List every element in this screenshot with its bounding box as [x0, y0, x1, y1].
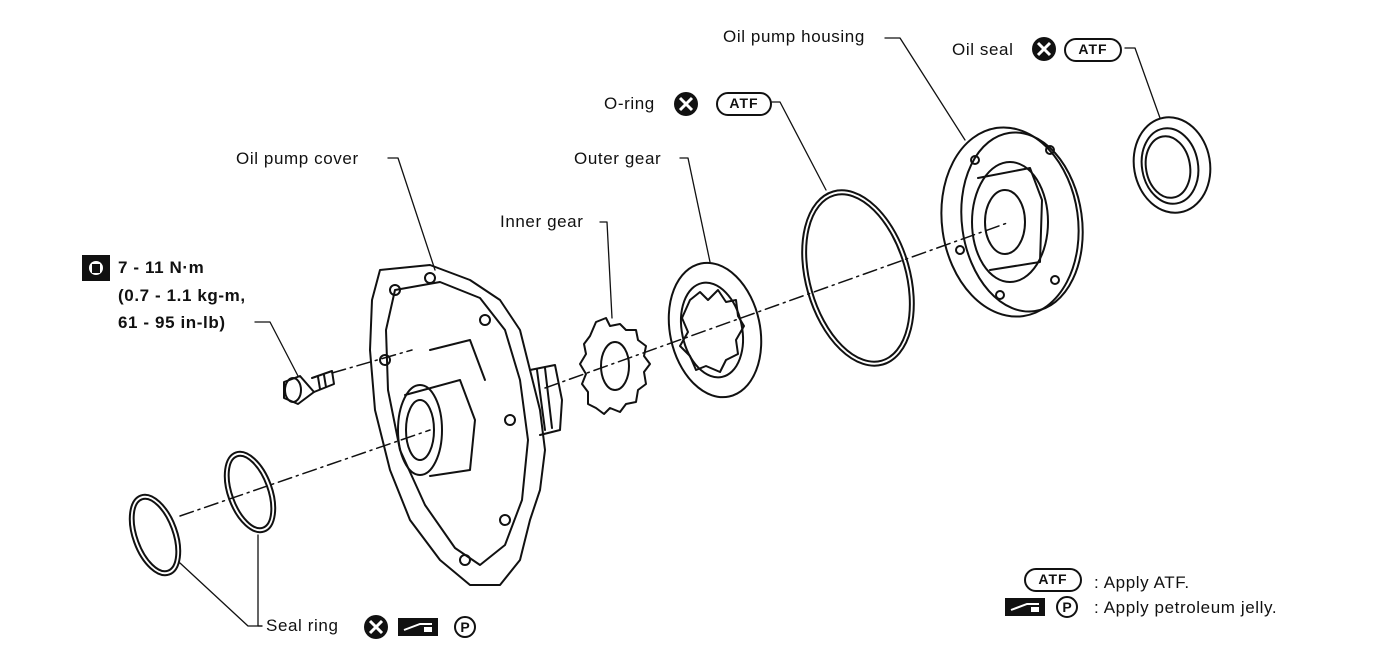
label-o-ring: O-ring — [604, 94, 655, 113]
atf-badge: ATF — [716, 92, 772, 116]
label-oil-pump-housing: Oil pump housing — [723, 27, 865, 46]
torque-line-2: (0.7 - 1.1 kg-m, — [118, 286, 246, 305]
circled-x-icon — [1032, 37, 1056, 61]
torque-line-1: 7 - 11 N·m — [118, 258, 205, 277]
oil-pump-cover — [369, 264, 563, 586]
seal-ring-right — [223, 450, 277, 534]
label-oil-seal: Oil seal — [952, 40, 1014, 59]
p-badge: P — [454, 616, 476, 638]
circled-x-icon — [364, 615, 388, 639]
outer-gear — [667, 261, 763, 399]
circled-x-icon — [674, 92, 698, 116]
legend-atf-badge: ATF — [1024, 568, 1082, 592]
legend-atf-text: : Apply ATF. — [1094, 573, 1190, 592]
oil-seal — [1132, 116, 1212, 214]
o-ring — [801, 189, 915, 367]
petroleum-jelly-icon — [1005, 598, 1045, 616]
leader-lines — [179, 37, 1161, 627]
center-axis — [179, 221, 1011, 517]
label-inner-gear: Inner gear — [500, 212, 584, 231]
torque-line-3: 61 - 95 in-lb) — [118, 313, 226, 332]
label-oil-pump-cover: Oil pump cover — [236, 149, 359, 168]
oil-pump-housing — [940, 126, 1084, 318]
label-outer-gear: Outer gear — [574, 149, 662, 168]
inner-gear — [579, 317, 651, 415]
label-seal-ring: Seal ring — [266, 616, 339, 635]
legend-p-badge: P — [1056, 596, 1078, 618]
torque-wrench-icon — [82, 255, 110, 281]
atf-badge: ATF — [1064, 38, 1122, 62]
petroleum-jelly-icon — [398, 618, 438, 636]
seal-ring-left — [128, 493, 182, 577]
legend-jelly-text: : Apply petroleum jelly. — [1094, 598, 1278, 617]
cover-bolt — [283, 370, 335, 405]
